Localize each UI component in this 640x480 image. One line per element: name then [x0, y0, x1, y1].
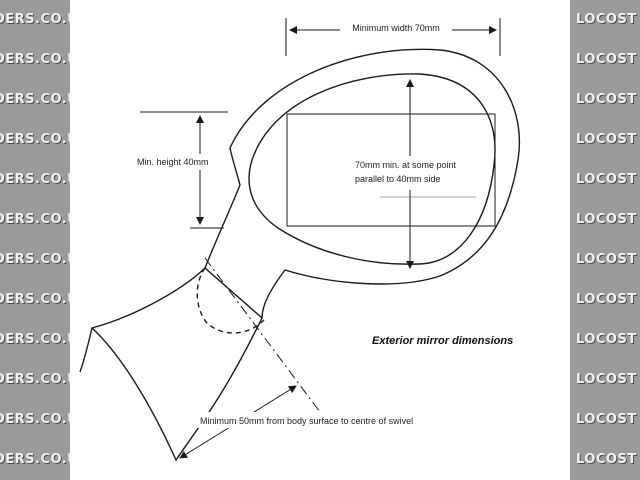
- inner-label-line1: 70mm min. at some point: [355, 160, 457, 170]
- watermark-text: LOCOST: [576, 12, 637, 27]
- watermark-text: LOCOST: [576, 252, 637, 267]
- watermark-text: LOCOST: [576, 412, 637, 427]
- watermark-text: DERS.CO.UK: [0, 292, 70, 307]
- width-label-background: [340, 20, 452, 36]
- swivel-joint-outline: [196, 267, 265, 334]
- watermark-text: LOCOST: [576, 212, 637, 227]
- watermark-text: DERS.CO.UK: [0, 52, 70, 67]
- watermark-text: DERS.CO.UK: [0, 332, 70, 347]
- watermark-text: DERS.CO.UK: [0, 412, 70, 427]
- watermark-text: LOCOST: [576, 292, 637, 307]
- watermark-text: DERS.CO.UK: [0, 372, 70, 387]
- swivel-centre-line: [204, 257, 321, 413]
- swivel-label-background: [196, 412, 434, 428]
- mirror-base-outline: [90, 267, 263, 462]
- width-label: Minimum width 70mm: [352, 23, 440, 33]
- watermark-text: LOCOST: [576, 332, 637, 347]
- watermark-right: LOCOST LOCOST LOCOST LOCOST LOCOST LOCOS…: [570, 0, 640, 480]
- mirror-glass-outline: [248, 73, 496, 265]
- min-area-rectangle: [286, 113, 496, 227]
- watermark-text: LOCOST: [576, 92, 637, 107]
- height-label: Min. height 40mm: [137, 157, 209, 167]
- watermark-left: DERS.CO.UK DERS.CO.UK DERS.CO.UK DERS.CO…: [0, 0, 70, 480]
- swivel-label: Minimum 50mm from body surface to centre…: [200, 416, 413, 426]
- mirror-base-edge: [79, 327, 93, 373]
- watermark-text: LOCOST: [576, 452, 637, 467]
- watermark-text: DERS.CO.UK: [0, 132, 70, 147]
- inner-label-background: [350, 156, 462, 190]
- watermark-text: DERS.CO.UK: [0, 212, 70, 227]
- height-label-background: [132, 154, 228, 170]
- watermark-text: LOCOST: [576, 52, 637, 67]
- watermark-text: DERS.CO.UK: [0, 252, 70, 267]
- watermark-text: DERS.CO.UK: [0, 452, 70, 467]
- watermark-text: DERS.CO.UK: [0, 92, 70, 107]
- diagram-caption: Exterior mirror dimensions: [372, 335, 513, 347]
- watermark-text: DERS.CO.UK: [0, 172, 70, 187]
- watermark-text: DERS.CO.UK: [0, 12, 70, 27]
- watermark-text: LOCOST: [576, 372, 637, 387]
- inner-label-line2: parallel to 40mm side: [355, 174, 441, 184]
- watermark-text: LOCOST: [576, 132, 637, 147]
- watermark-text: LOCOST: [576, 172, 637, 187]
